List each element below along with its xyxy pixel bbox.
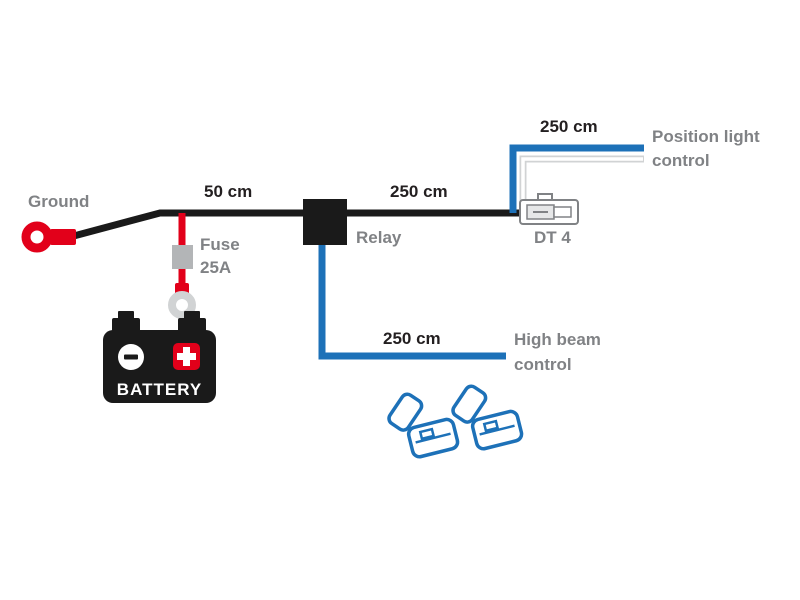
fuse-label: Fuse <box>200 235 240 254</box>
length-relay-dt4: 250 cm <box>390 182 448 201</box>
battery-label: BATTERY <box>116 380 203 399</box>
dt4-connector <box>519 193 579 225</box>
fuse-body <box>172 245 193 269</box>
battery-minus-icon <box>118 344 144 370</box>
length-position: 250 cm <box>540 117 598 136</box>
ground-to-relay-wire <box>69 209 306 241</box>
highbeam-label-line1: High beam <box>514 330 601 349</box>
length-highbeam: 250 cm <box>383 329 441 348</box>
highbeam-label-line2: control <box>514 355 572 374</box>
relay-label: Relay <box>356 228 402 247</box>
ground-label: Ground <box>28 192 90 211</box>
t-tap-connector-1 <box>379 380 461 465</box>
fuse-rating: 25A <box>200 258 232 277</box>
battery-plus-icon <box>173 343 200 370</box>
position-wire <box>509 144 644 213</box>
ground-ring-terminal <box>21 221 76 253</box>
dt4-label: DT 4 <box>534 228 571 247</box>
position-light-label-line2: control <box>652 151 710 170</box>
position-light-label-line1: Position light <box>652 127 760 146</box>
white-wire-core <box>521 157 643 201</box>
battery <box>103 311 216 403</box>
relay-box <box>303 199 347 245</box>
length-ground-relay: 50 cm <box>204 182 253 201</box>
battery-ring-terminal <box>168 283 196 319</box>
highbeam-wire <box>318 243 506 360</box>
